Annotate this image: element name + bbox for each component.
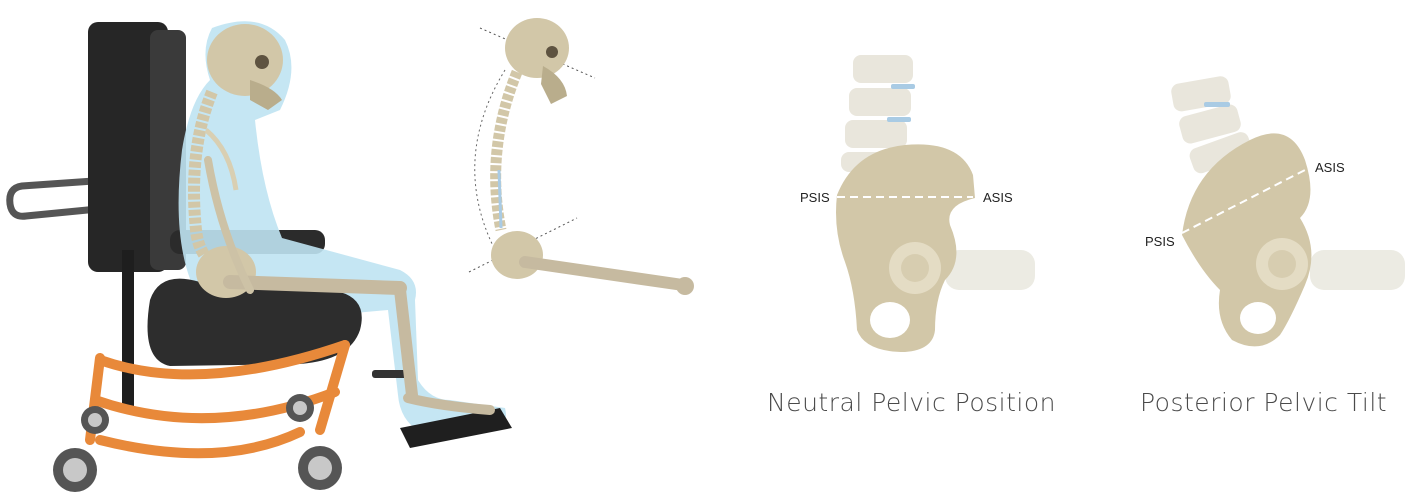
faded-femur [1310, 250, 1405, 290]
psis-label: PSIS [1145, 234, 1175, 249]
faded-femur [945, 250, 1035, 290]
neutral-caption: Neutral Pelvic Position [767, 388, 1056, 417]
femur [525, 262, 683, 285]
neutral-pelvis-illustration: PSIS ASIS [795, 0, 1040, 370]
asis-label: ASIS [1315, 160, 1345, 175]
wheelchair-seated-skeleton-illustration [0, 0, 520, 500]
psis-label: PSIS [800, 190, 830, 205]
posterior-caption: Posterior Pelvic Tilt [1140, 388, 1387, 417]
slouched-posture-skeleton-illustration [455, 0, 715, 320]
posterior-tilt-pelvis-illustration: PSIS ASIS [1140, 0, 1405, 370]
asis-label: ASIS [983, 190, 1013, 205]
